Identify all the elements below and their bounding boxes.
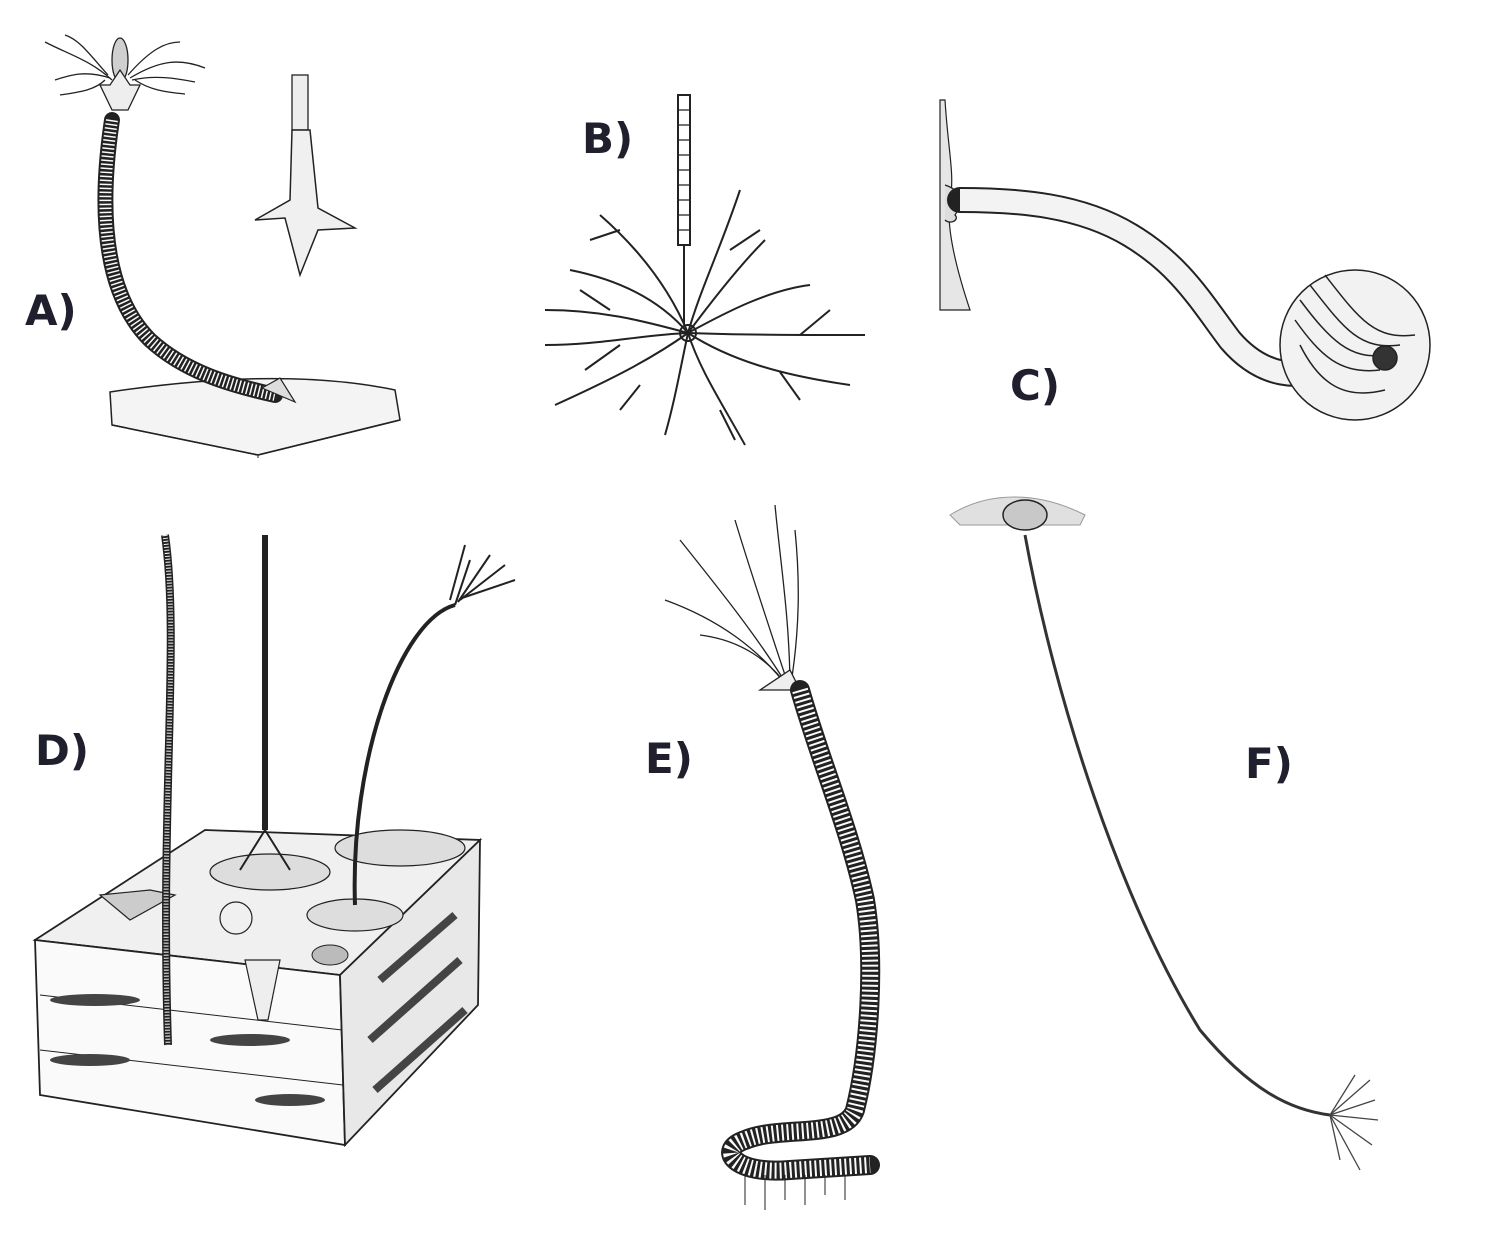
panel-label-e: E): [645, 734, 693, 783]
panel-d-drawing: [32, 534, 516, 1148]
panel-b-drawing: [544, 94, 866, 446]
panel-a-drawing: [44, 34, 401, 458]
panel-f-drawing: [949, 496, 1379, 1171]
panel-a-crown: [44, 34, 206, 111]
panel-label-b: B): [582, 114, 634, 163]
panel-label-a: A): [25, 286, 77, 335]
panel-a-sediment-block: [109, 377, 401, 458]
panel-a-anchor-detail: [254, 74, 358, 278]
panel-c-drawing: [939, 99, 1431, 421]
panel-a-stem: [97, 112, 283, 403]
panel-f-stem: [1023, 534, 1331, 1117]
panel-e-crown: [664, 504, 802, 691]
panel-label-c: C): [1010, 361, 1061, 410]
panel-f-crown: [1329, 1074, 1379, 1171]
panel-e-drawing: [664, 504, 881, 1210]
panel-label-f: F): [1245, 739, 1293, 788]
panel-label-d: D): [35, 726, 90, 775]
panel-e-stem: [721, 680, 881, 1181]
panel-c-coiled-crown: [1279, 269, 1431, 421]
